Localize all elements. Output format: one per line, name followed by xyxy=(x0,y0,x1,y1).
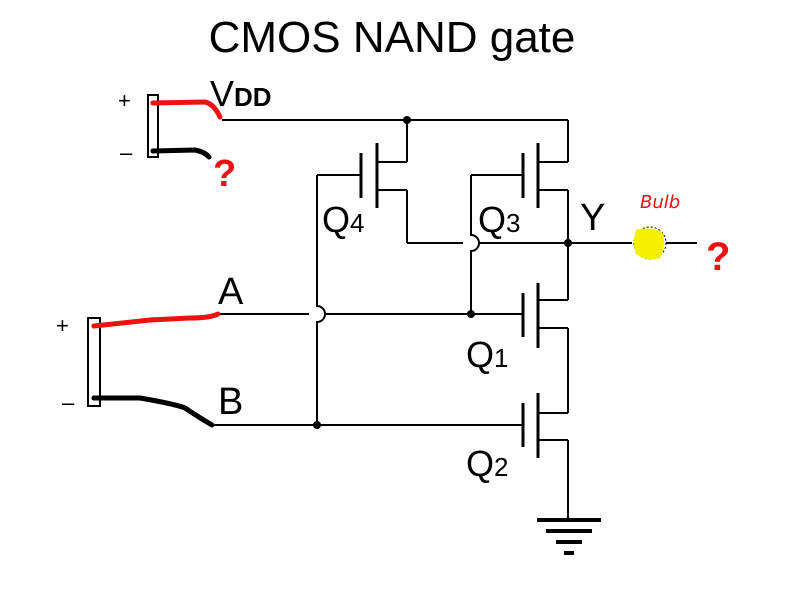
transistor-q2 xyxy=(521,393,569,520)
q4-gate-wire-hop xyxy=(316,175,326,425)
supply-black-lead xyxy=(150,147,212,160)
input-b-junction xyxy=(313,421,321,429)
q3-label: Q3 xyxy=(478,199,520,240)
bulb xyxy=(633,226,697,260)
input-plus-sign: + xyxy=(56,313,69,338)
bulb-label: Bulb xyxy=(640,192,680,213)
output-y-label: Y xyxy=(580,197,605,239)
input-b-label: B xyxy=(218,381,243,423)
transistor-q1 xyxy=(521,243,569,413)
diagram-title: CMOS NAND gate xyxy=(209,13,576,62)
bulb-fill xyxy=(634,228,665,260)
supply-red-lead xyxy=(150,99,223,120)
vdd-label: VDD xyxy=(210,73,272,114)
input-b-wire xyxy=(214,421,523,429)
q4-label: Q4 xyxy=(322,199,364,240)
input-minus-sign: – xyxy=(62,390,75,415)
input-black-lead xyxy=(91,395,215,428)
q1-label: Q1 xyxy=(466,334,508,375)
input-a-label: A xyxy=(218,271,244,313)
supply-battery xyxy=(147,94,223,160)
supply-minus-sign: – xyxy=(120,140,133,165)
input-red-lead xyxy=(91,311,221,329)
vdd-rail xyxy=(222,116,568,124)
input-battery xyxy=(87,311,221,428)
input-battery-body xyxy=(87,317,101,407)
transistor-q3 xyxy=(470,120,569,313)
output-question-mark: ? xyxy=(706,235,730,279)
input-a-junction xyxy=(467,310,475,318)
ground-icon xyxy=(537,518,601,555)
input-a-wire xyxy=(218,310,523,318)
q3-gate-wire-hop xyxy=(470,175,480,313)
transistor-q4 xyxy=(317,120,408,243)
q2-label: Q2 xyxy=(466,443,508,484)
output-node xyxy=(407,239,632,247)
supply-question-mark: ? xyxy=(213,153,236,195)
supply-plus-sign: + xyxy=(118,88,131,113)
supply-battery-body xyxy=(147,94,159,158)
vdd-subscript: DD xyxy=(234,82,272,112)
